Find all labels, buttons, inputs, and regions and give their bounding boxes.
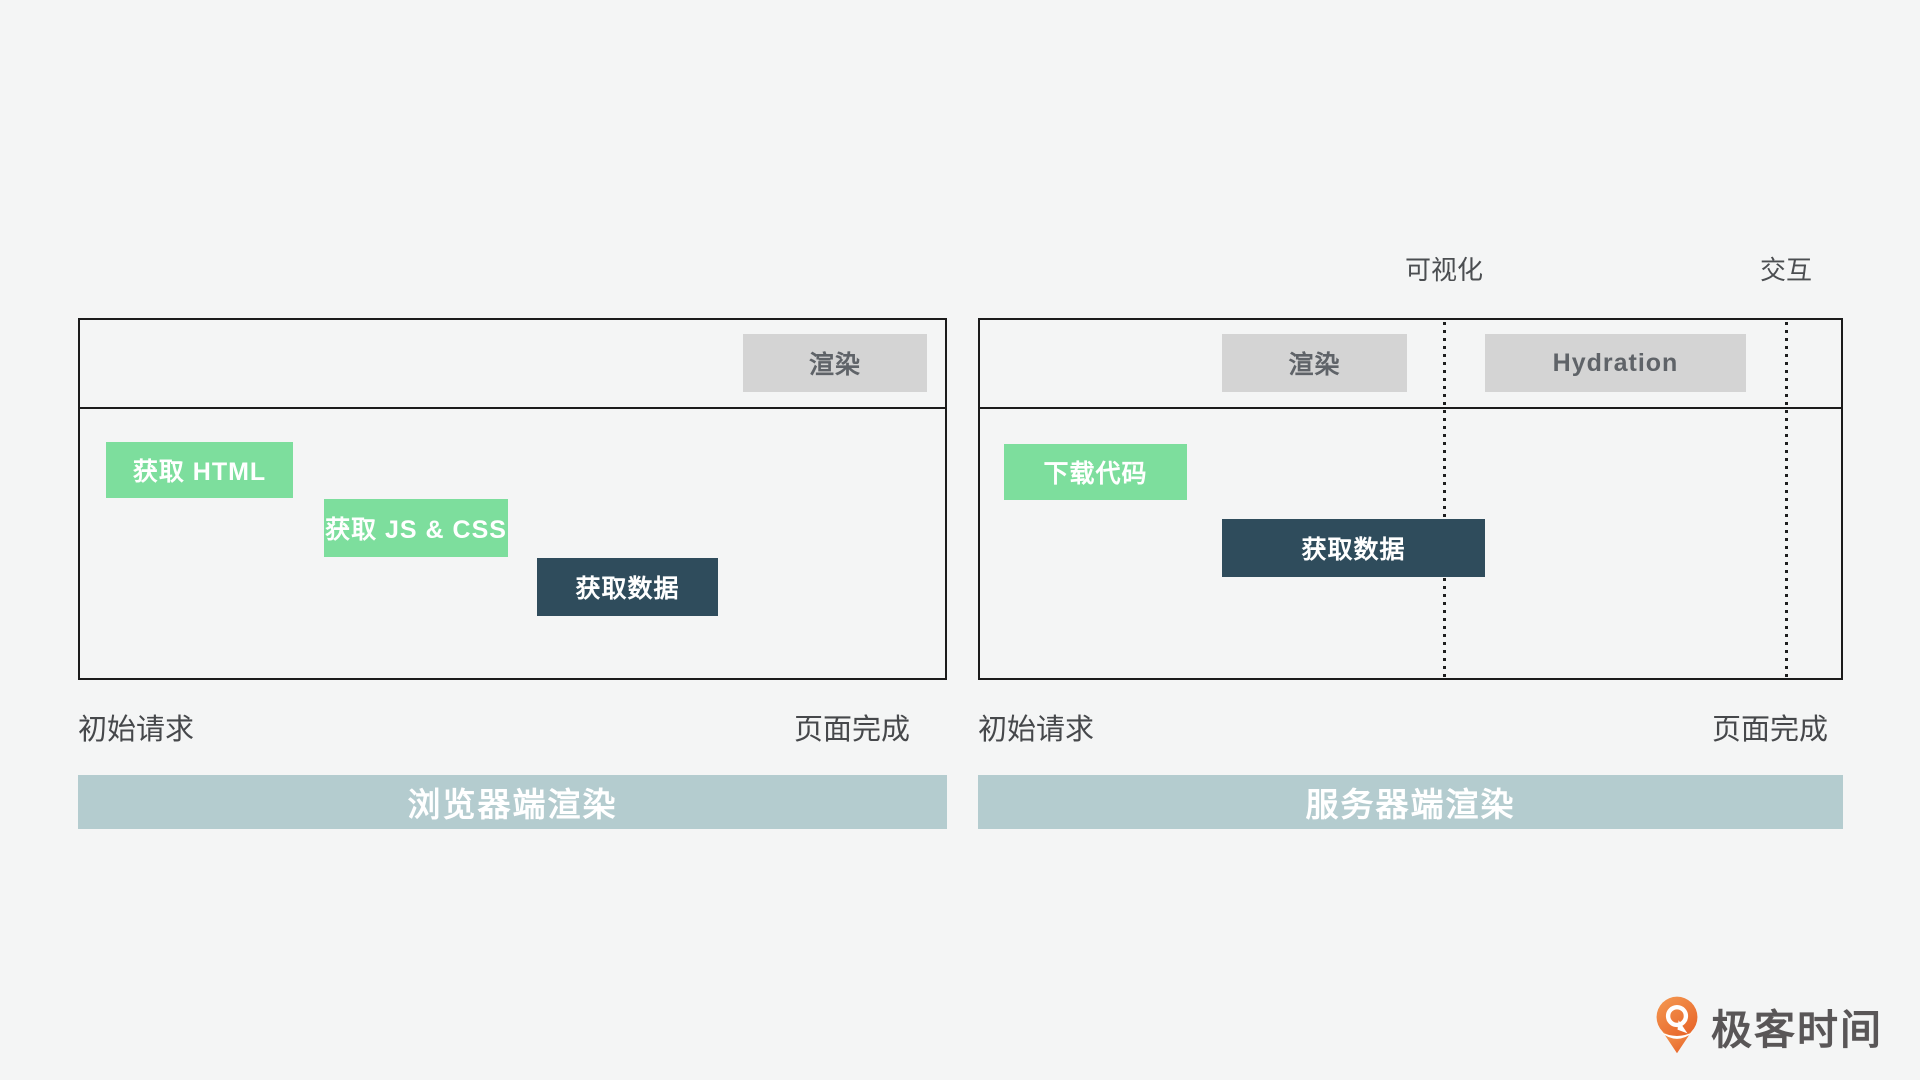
csr-render-bar: 渲染 xyxy=(743,334,927,392)
csr-fetch-html-bar: 获取 HTML xyxy=(106,442,293,498)
ssr-timeline-panel xyxy=(978,318,1843,680)
csr-start-label: 初始请求 xyxy=(78,714,195,746)
csr-timeline-panel xyxy=(78,318,947,680)
ssr-download-code-bar: 下载代码 xyxy=(1004,444,1187,500)
visible-milestone-label: 可视化 xyxy=(1404,255,1484,285)
visible-milestone-line xyxy=(1443,322,1446,678)
csr-track-divider xyxy=(80,407,945,409)
ssr-hydration-bar: Hydration xyxy=(1485,334,1746,392)
ssr-title-bar: 服务器端渲染 xyxy=(978,775,1843,829)
ssr-track-divider xyxy=(980,407,1841,409)
ssr-render-bar: 渲染 xyxy=(1222,334,1407,392)
ssr-start-label: 初始请求 xyxy=(978,714,1095,746)
interactive-milestone-label: 交互 xyxy=(1759,255,1813,285)
ssr-end-label: 页面完成 xyxy=(1711,714,1828,746)
geektime-logo-text: 极客时间 xyxy=(1711,1007,1883,1053)
csr-fetch-data-bar: 获取数据 xyxy=(537,558,718,616)
geektime-pin-icon xyxy=(1656,996,1698,1054)
csr-end-label: 页面完成 xyxy=(793,714,910,746)
csr-title-bar: 浏览器端渲染 xyxy=(78,775,947,829)
geektime-logo: 极客时间 xyxy=(1655,996,1883,1056)
csr-fetch-js-css-bar: 获取 JS & CSS xyxy=(324,499,508,557)
interactive-milestone-line xyxy=(1785,322,1788,678)
ssr-fetch-data-bar: 获取数据 xyxy=(1222,519,1485,577)
